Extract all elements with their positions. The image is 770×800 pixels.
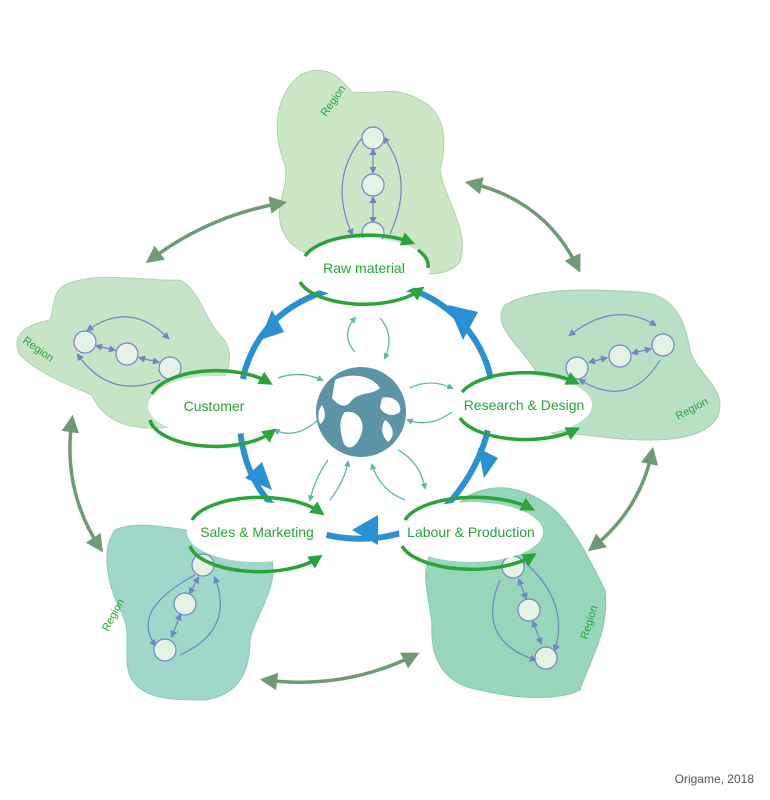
subnode — [565, 356, 589, 380]
node-research-design-label: Research & Design — [464, 397, 585, 413]
globe-icon — [316, 367, 406, 457]
node-customer-label: Customer — [184, 398, 245, 414]
node-raw-material-label: Raw material — [323, 260, 405, 276]
cycle-arrowhead — [352, 515, 378, 545]
subnode — [361, 173, 385, 197]
cycle-arrowhead — [478, 448, 498, 478]
node-sales-marketing-label: Sales & Marketing — [200, 524, 314, 540]
node-research-design[interactable]: Research & Design — [456, 370, 592, 442]
region-top-subnodes — [341, 126, 402, 245]
node-labour-production-label: Labour & Production — [407, 524, 535, 540]
region-bottom-left-subnodes — [147, 553, 221, 662]
credit-text: Origame, 2018 — [674, 772, 754, 786]
subnode — [517, 598, 541, 622]
region-bottom-right-subnodes — [492, 555, 560, 670]
region-arrows — [61, 177, 659, 691]
subnode — [651, 333, 675, 357]
node-sales-marketing[interactable]: Sales & Marketing — [187, 495, 327, 574]
subnode — [153, 638, 177, 662]
cycle-ring-path — [236, 280, 495, 542]
subnode — [534, 646, 558, 670]
node-labour-production[interactable]: Labour & Production — [399, 495, 543, 572]
subnode — [73, 330, 97, 354]
region-right-subnodes — [565, 314, 675, 392]
region-arrow-bottomright-bottomleft — [259, 652, 420, 691]
region-arrow-bottomleft-left — [61, 414, 103, 553]
region-arrow-left-top — [145, 196, 288, 264]
region-arrow-top-right — [464, 177, 581, 273]
cycle-arrowhead — [448, 305, 478, 340]
subnode — [361, 126, 385, 150]
node-raw-material[interactable]: Raw material — [298, 232, 430, 307]
node-customer[interactable]: Customer — [148, 368, 280, 449]
subnode — [173, 592, 197, 616]
cycle-arrowhead — [245, 462, 272, 490]
region-arrow-right-bottomright — [587, 446, 659, 552]
region-left-subnodes — [73, 316, 182, 387]
cycle-arrowhead — [260, 310, 284, 340]
inner-arrows — [273, 316, 454, 502]
cycle-ring — [236, 280, 498, 545]
subnode — [608, 344, 632, 368]
subnode — [115, 342, 139, 366]
